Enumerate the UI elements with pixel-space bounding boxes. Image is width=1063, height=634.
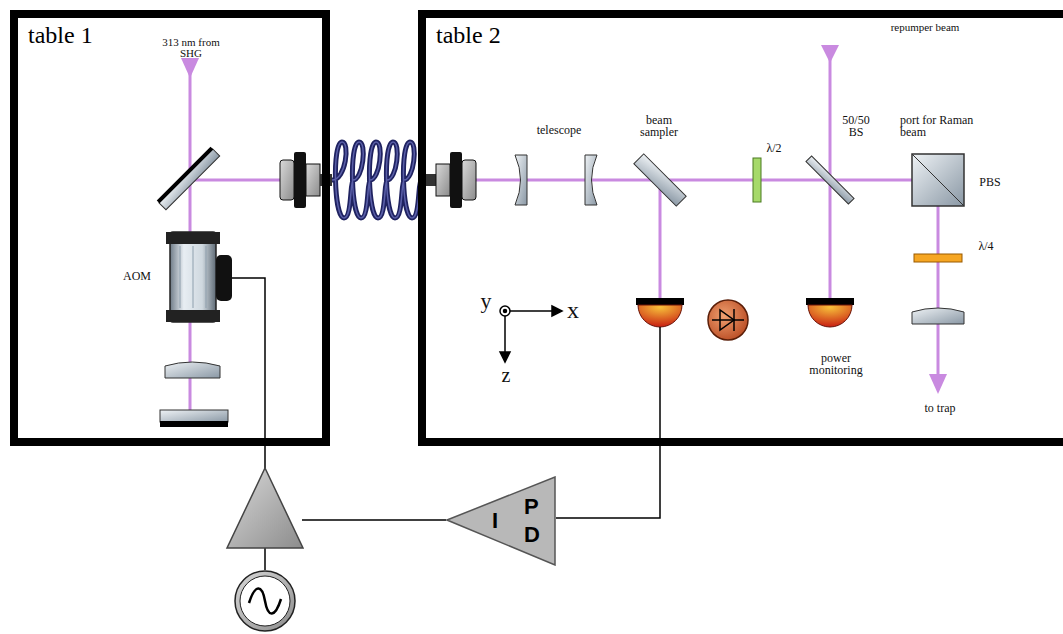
component-label: AOM [112,270,162,282]
component-label: PBS [970,176,1010,188]
component-label: 313 nm from SHG [160,37,222,59]
pid-letter: P [524,496,539,518]
component-label: 50/50 BS [834,114,878,138]
retro-mirror [160,410,228,427]
table-region: table 1 [10,10,330,446]
component-label: power monitoring [796,352,876,376]
component-label: port for Raman beam [900,114,1000,138]
pid-letter: I [492,510,498,532]
coordinate-axes [500,306,562,362]
aom [166,232,232,322]
photodiode-symbol [708,300,748,340]
beam-sampler [634,154,686,206]
component-label: z [496,365,516,385]
wires [232,278,660,570]
laser-beam [190,55,938,412]
component-label: telescope [514,124,604,136]
pid-letter: D [524,524,540,546]
optical-fiber [332,142,424,218]
component-label: y [476,290,496,312]
component-label: to trap [905,402,975,414]
component-label: beam sampler [628,114,690,138]
pbs-cube [912,154,964,206]
lens [585,155,597,205]
component-label: λ/2 [764,142,784,154]
oscillator [235,571,295,631]
amplifier [227,468,303,548]
photodetector [806,298,854,327]
photodetector [636,298,684,327]
component-label: repumper beam [870,22,980,33]
table-region: table 2 [418,10,1063,446]
lens [165,362,220,378]
pid-controller: P I D [446,476,556,566]
optical-fiber [332,142,424,218]
beam-splitter [806,156,854,204]
beam-arrowheads [181,45,947,394]
pid-triangle [446,476,556,566]
table-heading: table 2 [436,22,501,49]
table-heading: table 1 [28,22,93,49]
lens [515,155,527,205]
lens [912,308,964,324]
quarter-wave-plate [914,254,962,262]
fiber-coupler [424,152,476,208]
mirror [157,147,220,210]
component-label: λ/4 [968,240,1004,252]
half-wave-plate [753,158,761,202]
component-label: x [562,298,584,322]
